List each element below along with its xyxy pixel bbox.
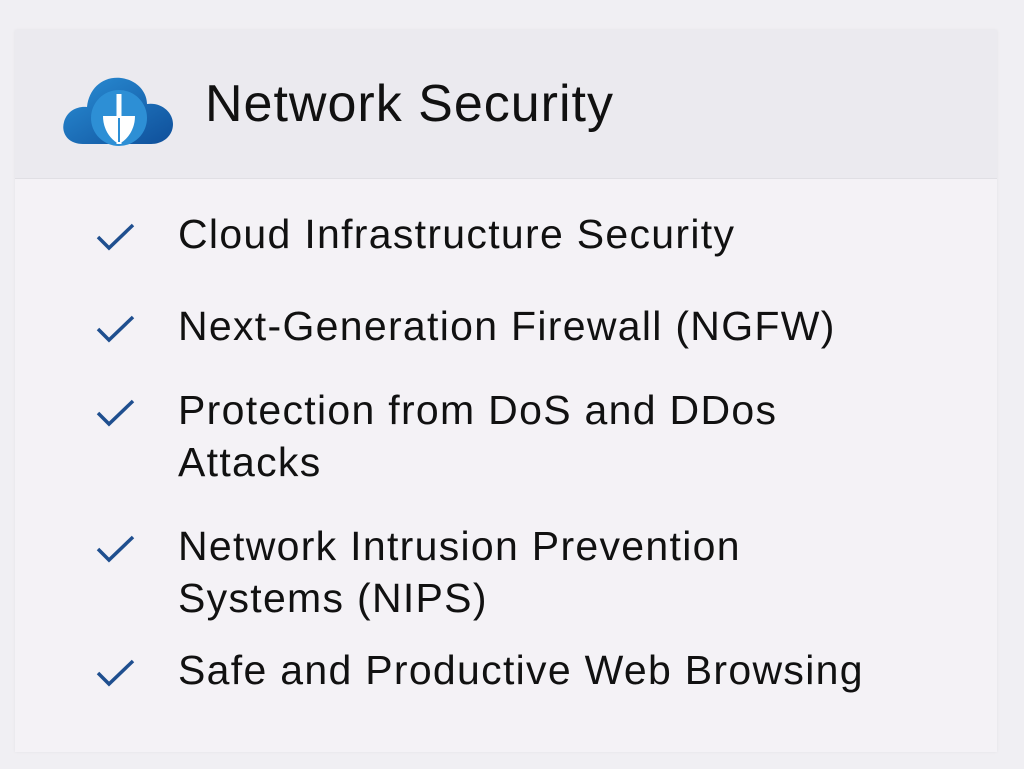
list-item: Safe and Productive Web Browsing	[95, 644, 863, 693]
checkmark-icon	[96, 535, 135, 563]
page-title: Network Security	[205, 75, 614, 133]
checkmark-icon	[96, 315, 135, 343]
list-item-label: Next-Generation Firewall (NGFW)	[178, 303, 836, 349]
network-security-card: Network Security Cloud Infrastructure Se…	[15, 30, 997, 752]
list-item-label: Safe and Productive Web Browsing	[178, 647, 864, 693]
list-item: Cloud Infrastructure Security	[95, 208, 734, 257]
checkmark-icon	[96, 223, 135, 251]
cloud-shield-icon	[63, 77, 174, 146]
card-header: Network Security	[15, 30, 997, 179]
list-item: Next-Generation Firewall (NGFW)	[95, 300, 834, 349]
list-item-label: Cloud Infrastructure Security	[178, 211, 736, 257]
list-item: Network Intrusion Prevention Systems (NI…	[95, 520, 740, 621]
list-item-label: Network Intrusion Prevention Systems (NI…	[178, 523, 741, 621]
checkmark-icon	[96, 659, 135, 687]
list-item: Protection from DoS and DDos Attacks	[95, 384, 776, 485]
list-item-label: Protection from DoS and DDos Attacks	[178, 387, 778, 485]
checkmark-icon	[96, 399, 135, 427]
